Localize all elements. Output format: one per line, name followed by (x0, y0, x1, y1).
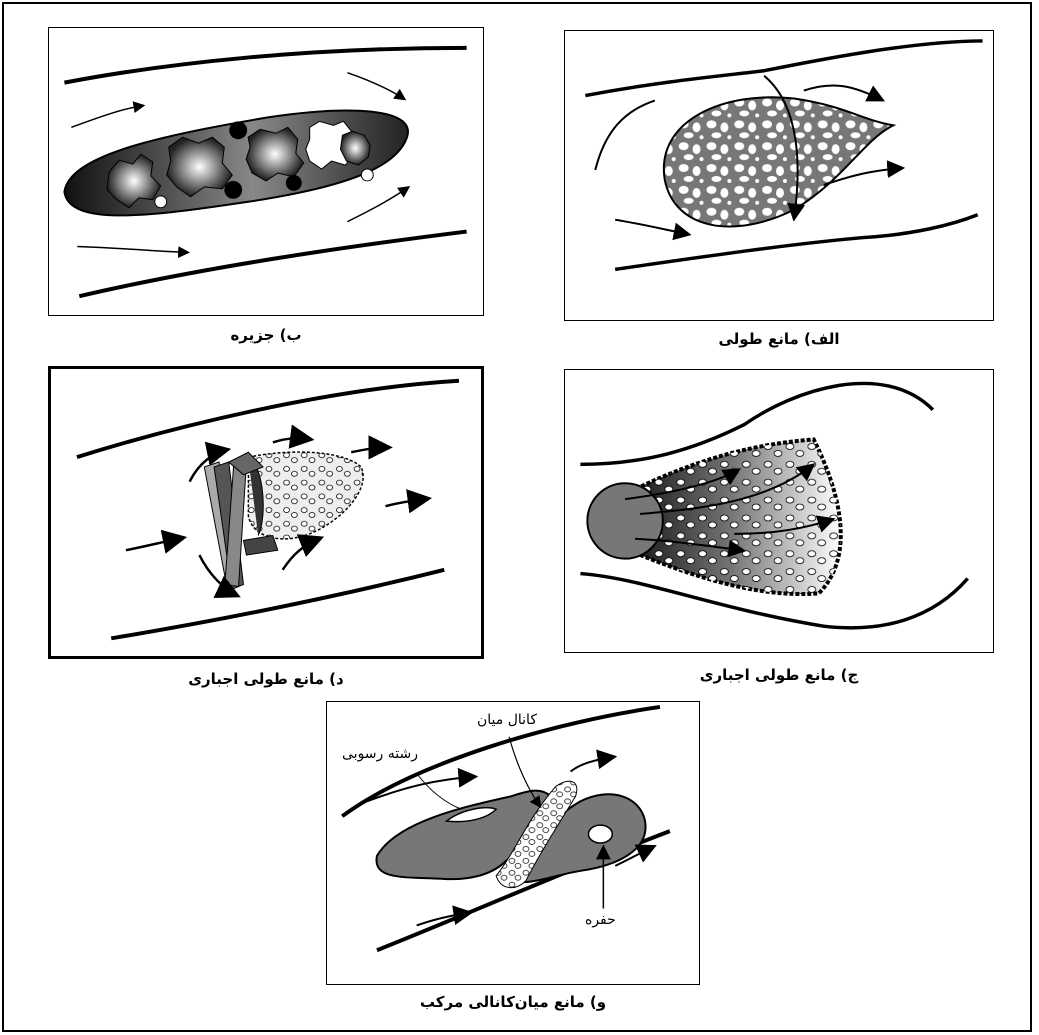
white-patch (361, 169, 373, 181)
log-debris (243, 536, 277, 556)
label-sediment-strand: رشته رسوبی (342, 746, 418, 762)
flow-arrow (351, 447, 390, 452)
flow-arrow (595, 101, 655, 171)
dark-patch (224, 181, 242, 199)
panel-island (48, 27, 484, 316)
panel-compound-mid-channel-bar: کانال میان رشته رسوبی حفره (326, 701, 700, 985)
caption-island: ب) جزیره (48, 326, 484, 344)
panel-forced-bar-boulder (564, 369, 994, 653)
island-diagram (49, 28, 483, 315)
caption-forced-bar-boulder: ج) مانع طولی اجباری (564, 666, 994, 684)
caption-compound-mid-channel-bar: و) مانع میان‌کانالی مرکب (326, 993, 700, 1011)
bank-line (585, 41, 982, 96)
hole (588, 825, 612, 843)
flow-arrow (386, 498, 430, 506)
flow-arrow (77, 246, 188, 252)
panel-longitudinal-bar (564, 30, 994, 321)
flow-arrow (273, 438, 312, 442)
flow-arrow (804, 85, 883, 100)
flow-arrow (347, 73, 405, 100)
flow-arrow (615, 220, 689, 235)
dark-patch (286, 175, 302, 191)
bar-body (664, 97, 893, 226)
bank-line (615, 215, 977, 270)
bank-line (64, 48, 466, 83)
flow-arrow (71, 105, 143, 127)
flow-arrow (571, 757, 616, 772)
label-mid-channel: کانال میان (477, 712, 537, 728)
flow-arrow (347, 187, 409, 222)
caption-forced-bar-debris: د) مانع طولی اجباری (48, 670, 484, 688)
bank-line (77, 381, 459, 457)
bank-line (79, 232, 466, 297)
dark-patch (229, 121, 247, 139)
bar-body (248, 452, 363, 539)
flow-arrow (126, 537, 185, 550)
forced-bar-boulder-diagram (565, 370, 993, 652)
panel-forced-bar-debris (48, 366, 484, 659)
longitudinal-bar-diagram (565, 31, 993, 320)
caption-longitudinal-bar: الف) مانع طولی (564, 330, 994, 348)
forced-bar-debris-diagram (51, 369, 481, 656)
label-hole: حفره (585, 912, 616, 928)
vegetation-patch (246, 127, 304, 181)
compound-mid-channel-bar-diagram (327, 702, 699, 984)
bank-line (111, 570, 444, 639)
flow-arrow (283, 537, 322, 569)
white-patch (155, 196, 167, 208)
